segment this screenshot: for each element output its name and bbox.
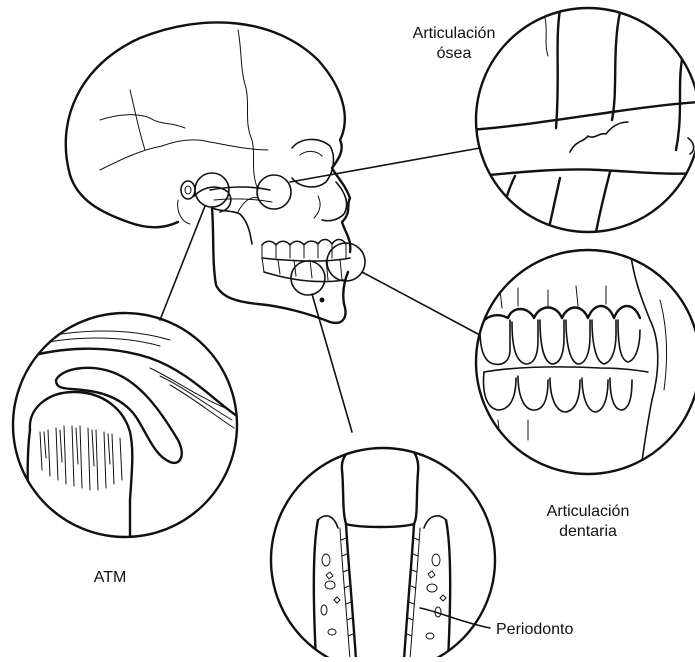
label-periodontium: Periodonto — [496, 621, 573, 638]
closeup-periodontium — [271, 440, 495, 657]
label-bone-joint-line1: Articulación — [413, 25, 496, 42]
label-tmj: ATM — [94, 569, 127, 586]
label-bone-joint-line2: ósea — [437, 45, 472, 62]
label-dental-joint-line2: dentaria — [559, 523, 617, 540]
connector-dental-joint — [362, 272, 478, 334]
label-dental-joint-line1: Articulación — [547, 503, 630, 520]
closeup-bone-joint — [470, 8, 695, 232]
closeup-dental-joint — [476, 250, 695, 490]
periodontium-locator-circle — [291, 261, 325, 295]
bone-joint-locator-circle — [257, 175, 291, 209]
connector-tmj — [160, 206, 205, 320]
labels: Articulación ósea ATM Articulación denta… — [94, 25, 630, 638]
closeup-tmj — [10, 313, 240, 540]
